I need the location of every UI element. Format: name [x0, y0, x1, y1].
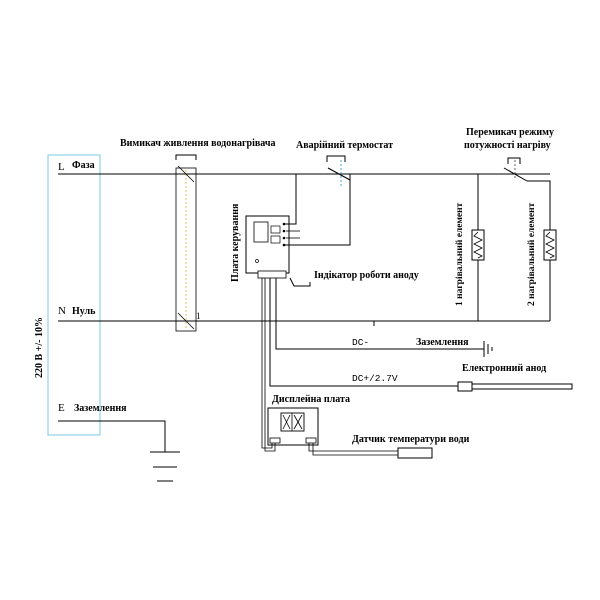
control-board-terminal-2	[282, 229, 286, 233]
phase-letter: L	[58, 161, 65, 173]
display-cable-2	[264, 278, 276, 452]
control-board-label: Плата керування	[230, 203, 241, 282]
thermostat-contact	[327, 167, 351, 181]
mode-switch-actuator	[507, 157, 521, 164]
heater-1-element	[471, 229, 485, 261]
heater-1-label: 1 нагрівальний елемент	[454, 202, 465, 306]
dc-plus-label: DC+/2.7V	[352, 373, 398, 384]
phase-label: Фаза	[72, 160, 95, 171]
dc-minus-label: DC-	[352, 337, 369, 348]
mode-switch-label-1: Перемикач режиму	[466, 127, 554, 138]
main-switch-actuator	[175, 154, 197, 160]
dc-minus-wire	[275, 278, 484, 350]
ground-label: Заземлення	[416, 337, 469, 348]
heater-1-coil	[473, 231, 483, 259]
anode-indicator-leader	[289, 277, 311, 287]
emergency-thermostat-label: Аварійний термостат	[296, 140, 393, 151]
sensor-connector	[305, 437, 317, 444]
main-switch-contact-phase	[177, 165, 195, 183]
supply-box	[47, 154, 101, 436]
heater-2-wire	[527, 180, 551, 321]
control-board-terminal-3	[282, 236, 286, 240]
display-screen-cross-4	[293, 414, 303, 430]
anode-rod	[471, 383, 573, 390]
earth-label: Заземлення	[74, 403, 127, 414]
main-switch-contact-neutral	[177, 312, 195, 330]
control-board-relay-1	[270, 225, 281, 234]
display-screen	[280, 412, 305, 432]
heater-2-label: 2 нагрівальний елемент	[526, 202, 537, 306]
dc-plus-wire	[269, 278, 458, 387]
supply-voltage-label: 220 В +/- 10%	[34, 317, 45, 378]
electronic-anode-label: Електронний анод	[462, 363, 546, 374]
control-board-connector	[257, 270, 287, 279]
heater-2-coil	[545, 231, 555, 259]
main-switch-terminal: 1	[196, 311, 201, 321]
display-board-label: Дисплейна плата	[272, 394, 350, 405]
thermostat-to-board-wire	[284, 174, 351, 246]
anode-head	[457, 381, 473, 392]
display-screen-cross-2	[282, 414, 291, 430]
sensor-cable-2	[312, 443, 398, 456]
display-connector	[269, 437, 281, 444]
mode-switch-contact	[503, 167, 528, 182]
neutral-letter: N	[58, 305, 66, 317]
main-switch-label: Вимикач живлення водонагрівача	[120, 138, 276, 149]
earth-letter: E	[58, 402, 65, 414]
temp-sensor-label: Датчик температури води	[352, 434, 470, 445]
neutral-label: Нуль	[72, 306, 96, 317]
mode-switch-label-2: потужності нагріву	[464, 140, 551, 151]
control-board-indicator	[255, 259, 259, 263]
heater-2-element	[543, 229, 557, 261]
display-cable-1	[261, 278, 273, 449]
control-board-relay-2	[270, 235, 281, 244]
thermostat-actuator	[326, 155, 346, 162]
anode-indicator-label: Індікатор роботи аноду	[314, 270, 419, 281]
temp-sensor-probe	[397, 447, 433, 459]
main-switch-body	[175, 167, 197, 332]
control-board	[245, 215, 290, 274]
sensor-cable-1	[308, 443, 398, 452]
earth-wire	[58, 420, 166, 452]
board-phase-wire	[284, 174, 297, 225]
control-board-chip	[253, 221, 269, 243]
